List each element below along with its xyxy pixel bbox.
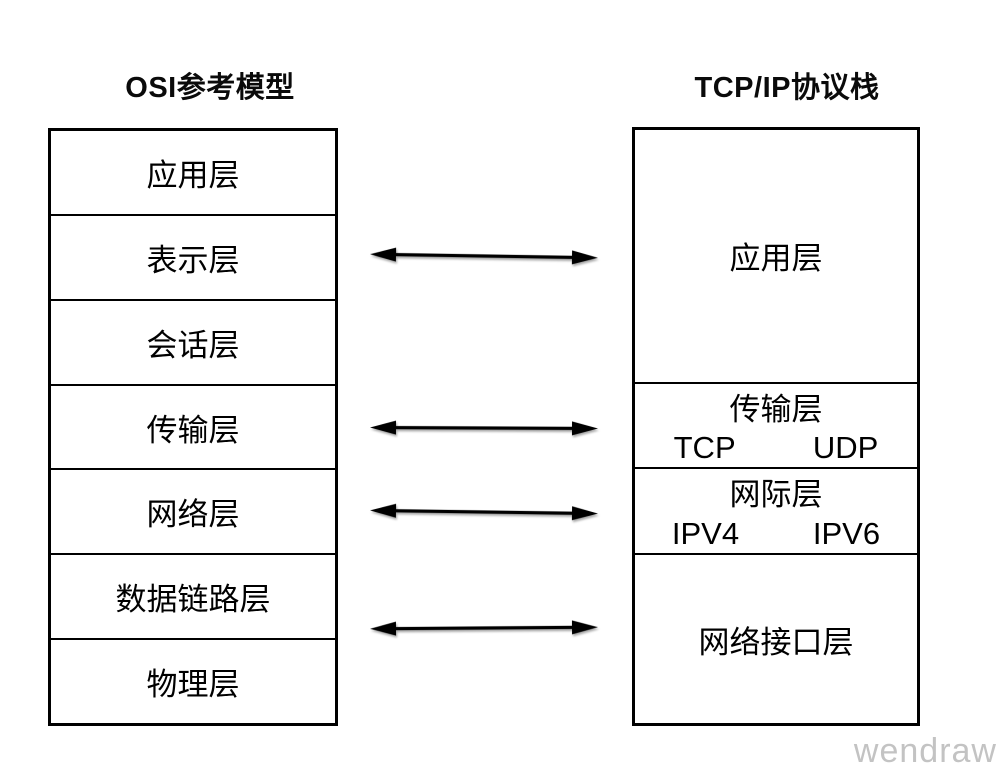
osi-layer-network: 网络层 [51,468,335,553]
tcpip-layer-transport-protocols: TCP UDP [635,429,917,468]
osi-layer-physical: 物理层 [51,638,335,723]
protocol-ipv6: IPV6 [812,515,881,551]
tcpip-layer-internet-protocols: IPV4 IPV6 [635,514,917,553]
protocol-udp: UDP [812,430,879,465]
tcpip-layer-transport: 传输层 TCP UDP [635,381,917,468]
tcpip-layer-application: 应用层 [729,241,823,277]
osi-layer-session: 会话层 [51,298,335,384]
double-arrow-icon-transport [370,418,598,439]
tcpip-layer-internet-label: 网际层 [729,477,823,513]
tcpip-layer-internet: 网际层 IPV4 IPV6 [635,467,917,553]
tcpip-layer-network-interface: 网络接口层 [635,553,917,723]
osi-layer-datalink: 数据链路层 [51,553,335,638]
protocol-tcp: TCP [673,430,736,465]
double-arrow-icon-network-internet [370,500,598,523]
tcpip-layer-transport-label: 传输层 [729,391,823,427]
osi-layer-application: 应用层 [146,157,240,193]
osi-layer-presentation: 表示层 [51,213,335,299]
osi-stack: 应用层 表示层 会话层 传输层 网络层 数据链路层 物理层 [48,128,338,726]
osi-model-title: OSI参考模型 [125,72,295,104]
wendraw-watermark: wendraw [853,732,997,770]
osi-layer-transport: 传输层 [51,383,335,469]
double-arrow-icon-datalink-networkinterface [370,617,598,639]
tcpip-stack-title: TCP/IP协议栈 [694,72,880,104]
tcpip-stack: 应用层 传输层 TCP UDP 网际层 IPV4 IPV6 网络接口层 [632,127,920,726]
double-arrow-icon-presentation-application [370,244,598,268]
protocol-ipv4: IPV4 [671,515,740,551]
